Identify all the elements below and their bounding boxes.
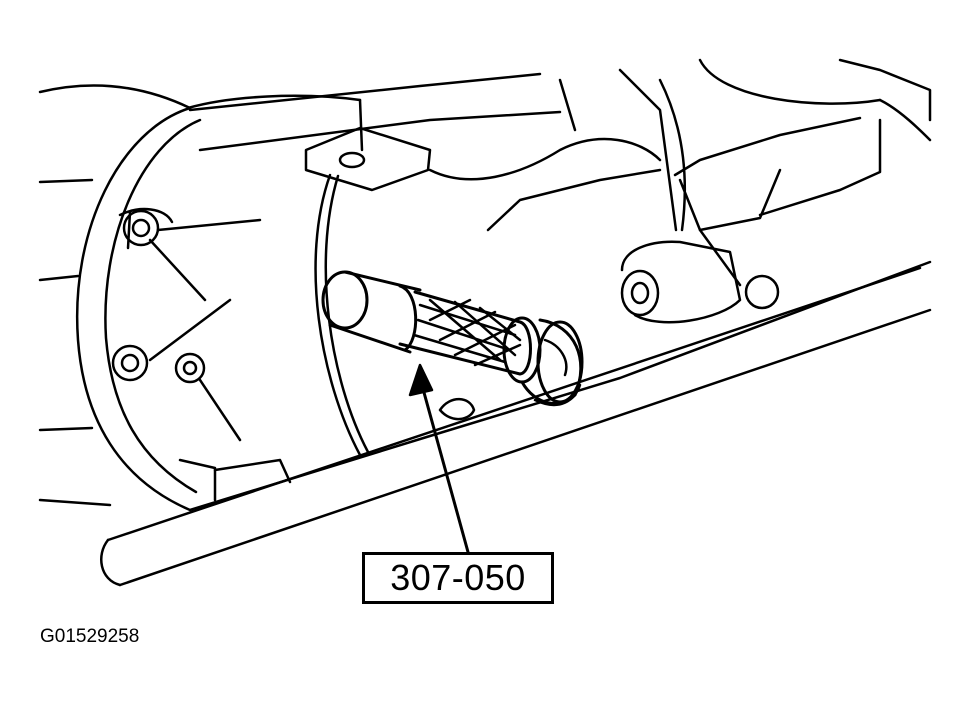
bell-housing <box>38 84 362 512</box>
oil-pan-flange <box>100 260 932 587</box>
tool-number-text: 307-050 <box>390 557 526 598</box>
figure-id: G01529258 <box>40 626 140 647</box>
special-tool-307-050 <box>321 270 584 407</box>
tool-number-label: 307-050 <box>362 552 554 604</box>
side-boss <box>620 240 780 324</box>
leader-arrow <box>408 363 470 554</box>
